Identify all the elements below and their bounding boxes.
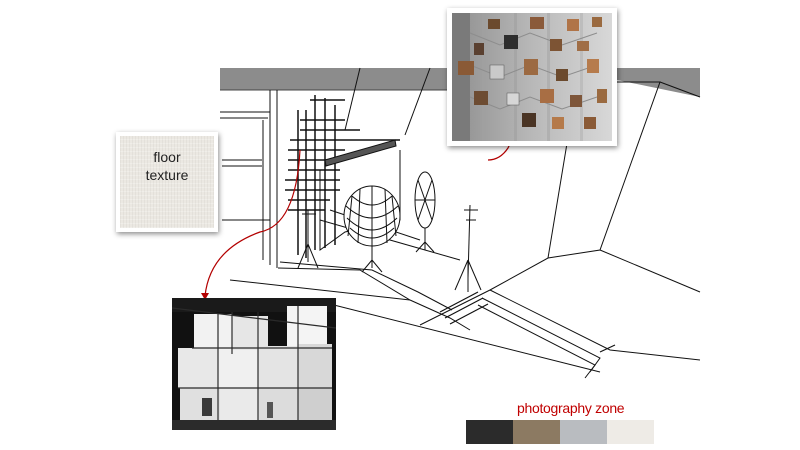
light-cube-photo — [172, 298, 336, 430]
floor-texture-swatch: floor texture — [120, 136, 214, 228]
swatch-light-gray — [560, 420, 607, 444]
ceiling-band — [220, 68, 447, 90]
color-palette — [466, 420, 654, 444]
swatch-off-white — [607, 420, 654, 444]
floor-texture-card: floor texture — [116, 132, 218, 232]
floor-texture-label-line1: floor — [153, 149, 181, 165]
swatch-charcoal — [466, 420, 513, 444]
gallery-wall-photo — [452, 13, 612, 141]
room-wireframe — [220, 67, 701, 379]
gallery-wall-photo-card — [447, 8, 617, 146]
swatch-taupe — [513, 420, 560, 444]
photography-zone-title: photography zone — [517, 400, 625, 416]
floor-texture-label-line2: texture — [145, 167, 189, 183]
arrow-head-down — [201, 293, 209, 300]
floor-texture-label: floor texture — [120, 148, 214, 184]
